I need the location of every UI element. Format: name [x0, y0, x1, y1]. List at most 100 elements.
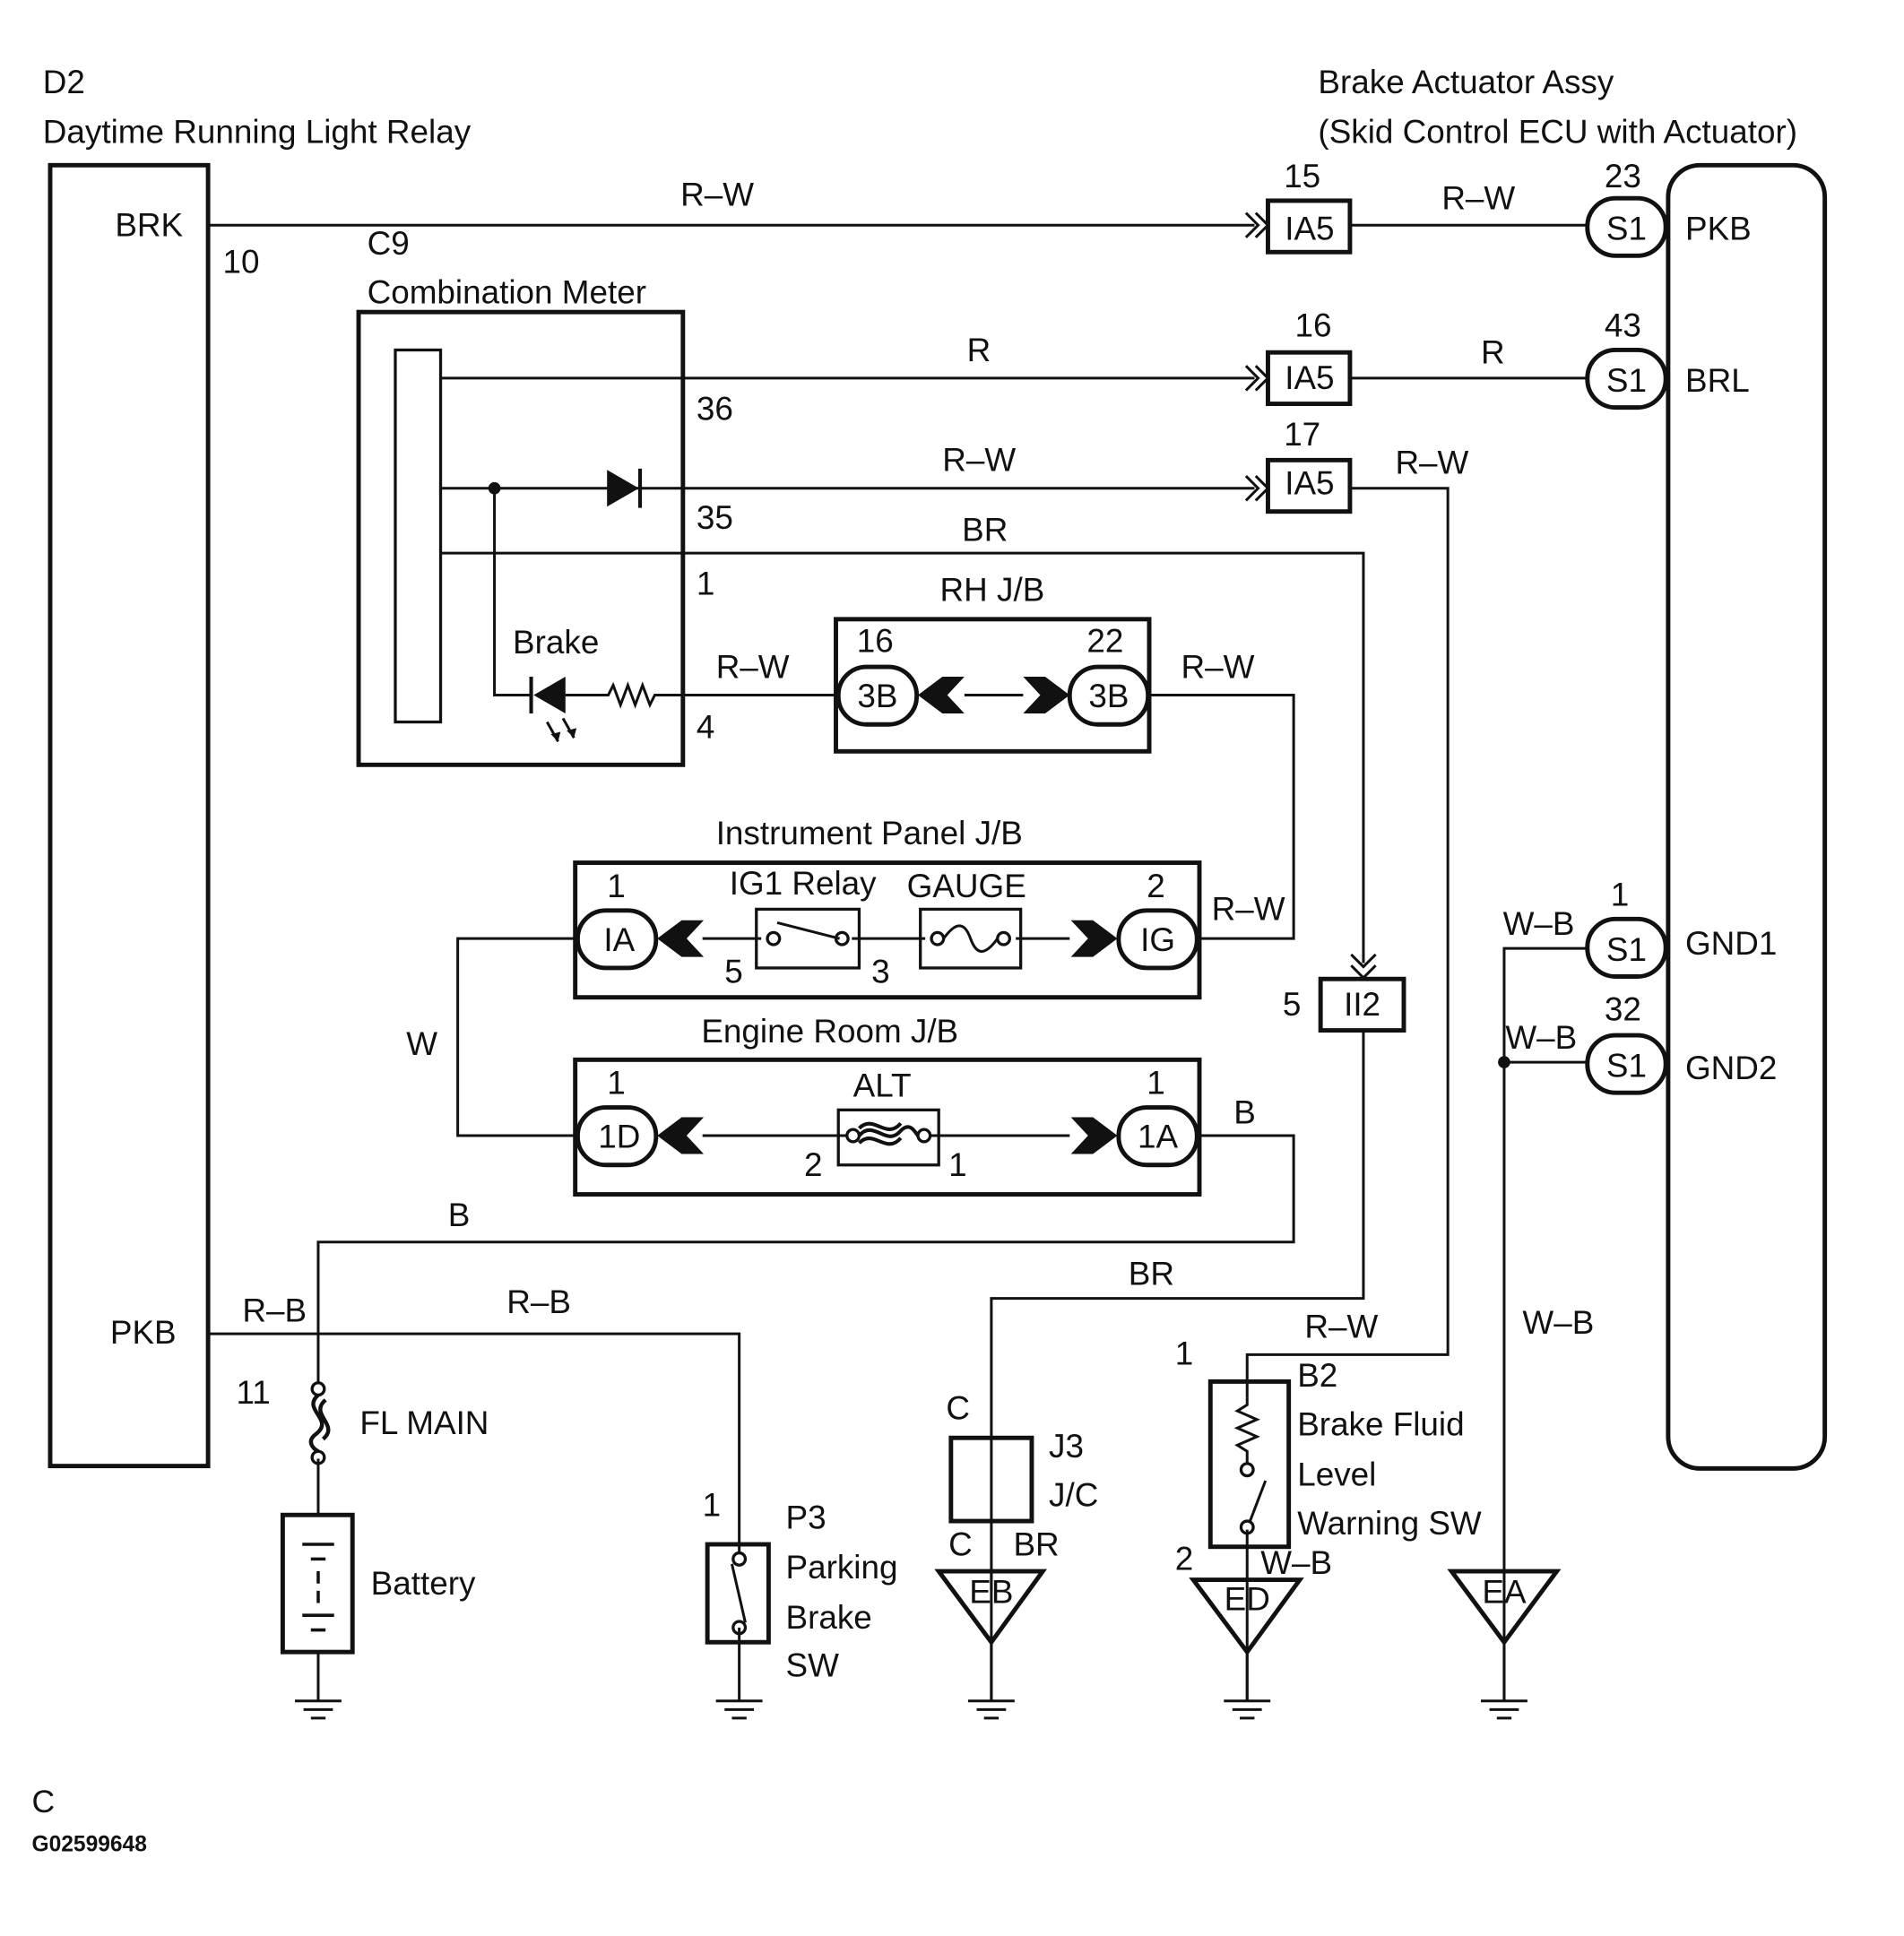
brake-actuator-box: [1666, 162, 1828, 1471]
connector-3b-22: [1067, 664, 1151, 727]
connector-1a: [1116, 1105, 1199, 1168]
rhjb-arrow-right: [1023, 677, 1070, 713]
ecu-brl-label: BRL: [1685, 362, 1750, 399]
pin-p3-1: 1: [703, 1487, 722, 1524]
wire-color-br-lower: BR: [1129, 1256, 1174, 1292]
wire-color-pkb-ecu: R–W: [1441, 179, 1515, 216]
brake-warning-led: [533, 677, 566, 713]
pin-relay-3: 3: [871, 953, 890, 990]
b2-switch-box: [1207, 1379, 1292, 1550]
alt-fuse-box: [836, 1108, 940, 1167]
connector-ig: [1116, 908, 1199, 971]
d2-id: D2: [43, 64, 85, 100]
ipjb-arrow-left: [657, 920, 705, 957]
connector-3b-16: [835, 664, 920, 727]
wire-color-brl-ecu: R: [1481, 333, 1505, 370]
wire-brake-resistor: [565, 681, 839, 709]
ipjb-label: Instrument Panel J/B: [716, 815, 1023, 851]
erjb-label: Engine Room J/B: [701, 1013, 958, 1050]
rhjb-arrow-left: [917, 677, 965, 713]
p3-line2: Brake: [786, 1599, 872, 1636]
ii2-chevrons: [1350, 953, 1377, 980]
ecu-gnd2-label: GND2: [1685, 1050, 1777, 1086]
s1-code-1: S1: [1606, 931, 1647, 968]
pin-ip-ig: 2: [1147, 868, 1165, 904]
wire-color-b-lower: B: [448, 1197, 471, 1233]
p3-switch-box: [705, 1542, 771, 1645]
alt-label: ALT: [853, 1067, 912, 1103]
rh-jb-box: [834, 617, 1152, 754]
code-3b-left: 3B: [857, 678, 897, 714]
wire-1-br: [440, 551, 1365, 964]
battery-symbol: [302, 1543, 334, 1632]
d2-pkb-label: PKB: [110, 1314, 177, 1351]
c9-id: C9: [368, 225, 410, 262]
ground-symbol-eb: [967, 1699, 1015, 1720]
b2-line3: Warning SW: [1297, 1505, 1482, 1542]
fl-main-label: FL MAIN: [359, 1404, 489, 1441]
alt-fusible-link: [857, 1121, 920, 1146]
pin-relay-5: 5: [724, 953, 743, 990]
pin-c9-4: 4: [697, 708, 715, 745]
ground-ed-label: ED: [1225, 1581, 1270, 1618]
connector-s1-32: [1585, 1033, 1668, 1095]
battery-label: Battery: [371, 1565, 476, 1602]
pin-er-1d: 1: [607, 1065, 626, 1102]
meter-gauge-bar: [394, 348, 443, 724]
gauge-fuse-box: [919, 907, 1023, 970]
wire-ii2-br: [990, 1030, 1365, 1591]
pin-rh-22: 22: [1086, 623, 1123, 660]
wire-color-rb-left: R–B: [242, 1292, 307, 1329]
splice-dot-meter: [488, 481, 501, 495]
ground-symbol-battery: [295, 1699, 342, 1720]
code-ia: IA: [603, 921, 635, 958]
s1-code-23: S1: [1606, 211, 1647, 247]
wire-color-wb-b2: W–B: [1260, 1544, 1332, 1581]
splice-dot-wb: [1498, 1056, 1510, 1068]
ground-ea: [1447, 1569, 1562, 1646]
pin-s1-32: 32: [1605, 991, 1641, 1028]
engine-room-jb-box: [573, 1057, 1202, 1197]
wire-color-rhjb-out: R–W: [1181, 648, 1255, 685]
pin-b2-2: 2: [1175, 1541, 1194, 1577]
ia5-code-17: IA5: [1285, 465, 1334, 502]
wire-color-17-out: R–W: [1395, 444, 1468, 480]
connector-ia: [575, 908, 659, 971]
wire-color-brake-rw: R–W: [716, 648, 790, 685]
battery-box: [280, 1512, 355, 1655]
wire-rw-ig: [1150, 693, 1295, 940]
pin-alt-2: 2: [804, 1146, 823, 1183]
p3-line1: Parking: [786, 1549, 898, 1586]
pin-s1-43: 43: [1605, 307, 1641, 343]
code-1d: 1D: [598, 1119, 640, 1155]
instrument-panel-jb-box: [573, 860, 1202, 1000]
connector-s1-23: [1585, 195, 1668, 258]
wire-color-wb-gnd2: W–B: [1505, 1019, 1577, 1056]
ipjb-arrow-right: [1070, 920, 1118, 957]
ground-eb-label: EB: [969, 1574, 1013, 1611]
ecu-name-2: (Skid Control ECU with Actuator): [1318, 114, 1797, 151]
j3-jc-box: [948, 1435, 1034, 1524]
erjb-arrow-right: [1070, 1117, 1118, 1154]
wire-ia5-17-b2: [1245, 487, 1450, 1398]
code-3b-right: 3B: [1088, 678, 1129, 714]
j3-id: J3: [1049, 1428, 1084, 1465]
p3-line3: SW: [786, 1646, 840, 1683]
pin-ip-ia: 1: [607, 868, 626, 904]
pin-er-1a: 1: [1147, 1065, 1165, 1102]
wire-brake-branch: [493, 488, 531, 696]
fl-main-top-terminal: [310, 1381, 326, 1397]
wire-rb: [208, 1332, 741, 1554]
footer-letter: C: [31, 1784, 55, 1819]
c9-name: Combination Meter: [368, 274, 646, 311]
pin-c9-1: 1: [697, 566, 715, 602]
ground-ea-link: [990, 1642, 1506, 1701]
ig1-relay-box: [755, 907, 861, 970]
wire-color-w: W: [406, 1025, 437, 1062]
s1-code-32: S1: [1606, 1047, 1647, 1084]
wire-b: [316, 1134, 1295, 1385]
code-ii2: II2: [1344, 986, 1380, 1023]
pin-alt-1: 1: [948, 1146, 967, 1183]
gauge-fuse-element: [942, 924, 999, 953]
